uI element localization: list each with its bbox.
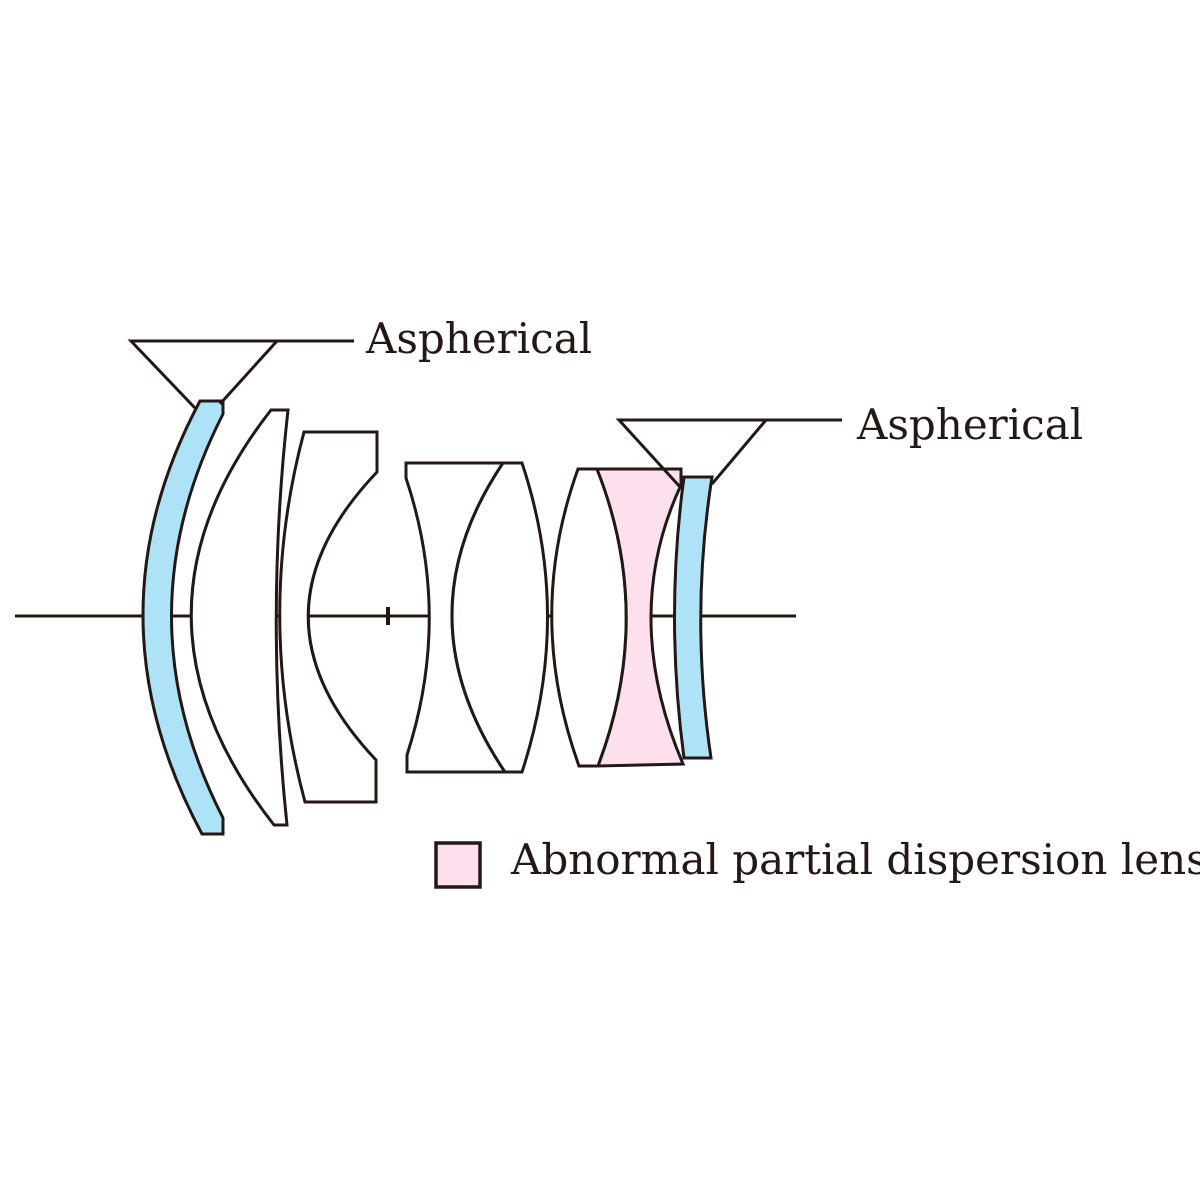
aspherical-leader-rear [615, 418, 770, 490]
legend-swatch-abnormal-dispersion [434, 841, 482, 889]
legend-label: Abnormal partial dispersion lens [510, 835, 1200, 884]
aspherical-element-2 [673, 475, 714, 760]
aspherical-leader-front [127, 339, 281, 410]
positive-meniscus-element [189, 408, 290, 827]
aspherical-element-1 [141, 399, 225, 836]
convex-element [450, 461, 549, 774]
aspherical-label-front: Aspherical [365, 314, 592, 363]
aspherical-label-rear: Aspherical [856, 400, 1083, 449]
negative-element [278, 430, 379, 804]
abnormal-dispersion-element [594, 467, 686, 768]
